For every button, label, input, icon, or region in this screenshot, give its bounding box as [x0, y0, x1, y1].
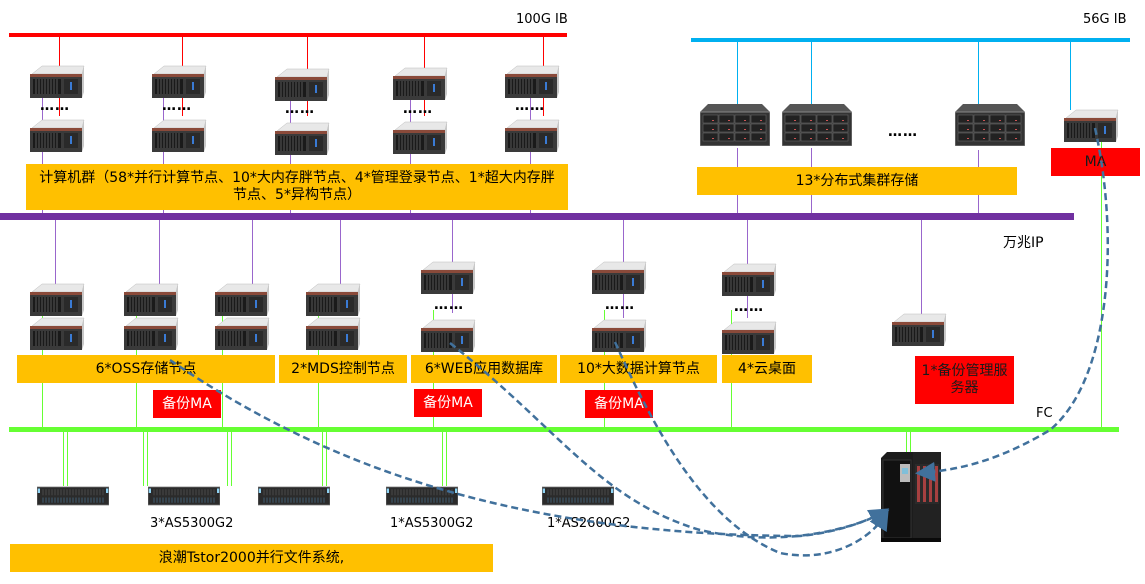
- ib56-link: [737, 40, 738, 108]
- array-label: 1*AS5300G2: [390, 516, 474, 531]
- storage-icon: [955, 102, 1025, 146]
- server-icon: [1060, 108, 1120, 144]
- server-icon: [26, 316, 86, 352]
- ellipsis: ……: [40, 98, 70, 114]
- backup-flow-oss: [169, 358, 890, 538]
- ellipsis: ……: [162, 98, 192, 114]
- server-icon: [417, 260, 477, 296]
- server-icon: [501, 64, 561, 100]
- server-icon: [211, 316, 271, 352]
- ellipsis: ……: [888, 124, 918, 140]
- ip-link: [55, 218, 56, 288]
- server-icon: [718, 262, 778, 298]
- server-icon: [302, 282, 362, 318]
- server-icon: [26, 282, 86, 318]
- fc-link: [143, 430, 148, 486]
- server-icon: [718, 320, 778, 356]
- filesystem-label: 浪潮Tstor2000并行文件系统,: [10, 544, 493, 572]
- server-icon: [148, 118, 208, 154]
- ip-link: [42, 95, 43, 215]
- disk-array-icon: [37, 484, 109, 508]
- server-icon: [389, 66, 449, 102]
- compute-cluster-label: 计算机群（58*并行计算节点、10*大内存胖节点、4*管理登录节点、1*超大内存…: [26, 164, 568, 210]
- oss-nodes-label: 6*OSS存储节点: [17, 355, 275, 383]
- server-icon: [417, 318, 477, 354]
- ib56-link: [978, 40, 979, 108]
- fc-link: [322, 430, 327, 486]
- ellipsis: ……: [434, 297, 464, 313]
- fc-link: [227, 430, 232, 486]
- server-icon: [120, 316, 180, 352]
- disk-array-icon: [148, 484, 220, 508]
- backup-ma-box: 备份MA: [414, 389, 482, 417]
- disk-array-icon: [542, 484, 614, 508]
- server-icon: [120, 282, 180, 318]
- fc-link: [442, 430, 447, 486]
- ip10g-label: 万兆IP: [1003, 235, 1044, 251]
- ip-link: [340, 218, 341, 288]
- ellipsis: ……: [285, 101, 315, 117]
- server-icon: [389, 120, 449, 156]
- ib100-bus: [9, 33, 567, 37]
- storage-icon: [700, 102, 770, 146]
- server-icon: [271, 121, 331, 157]
- fc-link: [1101, 140, 1102, 430]
- distributed-storage-label: 13*分布式集群存储: [697, 167, 1017, 195]
- server-icon: [26, 118, 86, 154]
- ip-link: [159, 218, 160, 288]
- fc-link: [63, 430, 68, 486]
- storage-icon: [782, 102, 852, 146]
- ip-link: [252, 218, 253, 288]
- ellipsis: ……: [403, 101, 433, 117]
- backup-ma-box: 备份MA: [585, 390, 653, 418]
- ib56-bus: [691, 38, 1130, 42]
- ip10g-bus: [0, 213, 1074, 220]
- disk-array-icon: [386, 484, 458, 508]
- ellipsis: ……: [734, 299, 764, 315]
- ellipsis: ……: [605, 297, 635, 313]
- mds-nodes-label: 2*MDS控制节点: [279, 355, 407, 383]
- ip-link: [410, 95, 411, 215]
- disk-array-icon: [258, 484, 330, 508]
- ip-link: [921, 218, 922, 318]
- server-icon: [588, 318, 648, 354]
- server-icon: [501, 118, 561, 154]
- server-icon: [211, 282, 271, 318]
- cloud-desktop-label: 4*云桌面: [722, 355, 812, 383]
- ib100-label: 100G IB: [516, 12, 568, 27]
- tape-library-icon: [881, 452, 941, 542]
- fc-link: [906, 430, 911, 454]
- server-icon: [271, 67, 331, 103]
- array-label: 1*AS2600G2: [547, 516, 631, 531]
- server-icon: [148, 64, 208, 100]
- array-label: 3*AS5300G2: [150, 516, 234, 531]
- fc-label: FC: [1036, 406, 1053, 421]
- backup-ma-box: 备份MA: [153, 390, 221, 418]
- ip-link: [163, 95, 164, 215]
- server-icon: [888, 312, 948, 348]
- ma-box: MA: [1051, 148, 1140, 176]
- ip-link: [530, 95, 531, 215]
- bigdata-nodes-label: 10*大数据计算节点: [560, 355, 717, 383]
- ib56-link: [1070, 40, 1071, 110]
- ib56-link: [811, 40, 812, 108]
- web-db-label: 6*WEB应用数据库: [411, 355, 557, 383]
- fc-bus: [9, 427, 1119, 432]
- ellipsis: ……: [515, 98, 545, 114]
- ib56-label: 56G IB: [1083, 12, 1127, 27]
- server-icon: [302, 316, 362, 352]
- server-icon: [26, 64, 86, 100]
- server-icon: [588, 260, 648, 296]
- backup-server-box: 1*备份管理服务器: [915, 356, 1014, 404]
